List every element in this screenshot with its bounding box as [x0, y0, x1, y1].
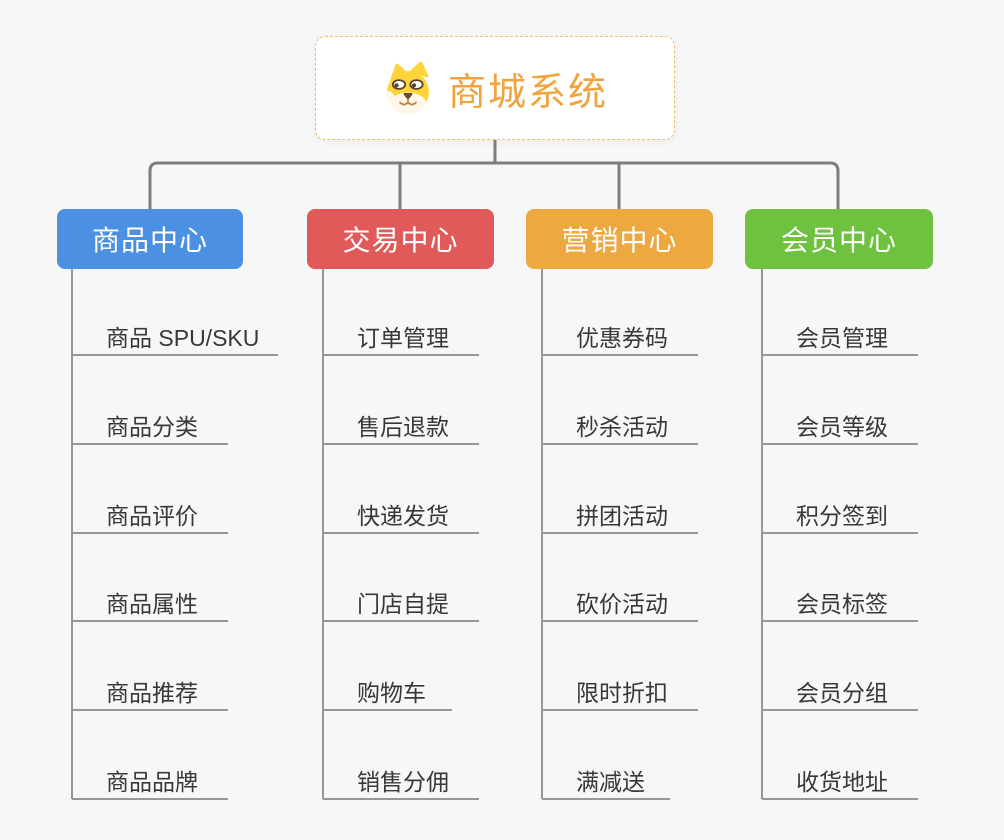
child-topic-bargain-activity[interactable]: 砍价活动 [576, 591, 668, 617]
child-topic-points-checkin[interactable]: 积分签到 [796, 503, 888, 529]
child-topic-group-buy[interactable]: 拼团活动 [576, 503, 668, 529]
child-topic-store-pickup[interactable]: 门店自提 [357, 591, 449, 617]
child-topic-sales-commission[interactable]: 销售分佣 [357, 769, 449, 795]
child-topic-express-delivery[interactable]: 快递发货 [357, 503, 449, 529]
child-topic-aftersale-refund[interactable]: 售后退款 [357, 414, 449, 440]
child-topic-product-review[interactable]: 商品评价 [106, 503, 198, 529]
root-node[interactable]: 商城系统 [315, 36, 675, 140]
shiba-dog-face-icon [386, 62, 429, 113]
child-topic-product-brand[interactable]: 商品品牌 [106, 769, 198, 795]
child-topic-spend-and-save[interactable]: 满减送 [576, 769, 645, 795]
branch-node-marketing-center[interactable]: 营销中心 [526, 209, 713, 269]
child-topic-product-category[interactable]: 商品分类 [106, 414, 198, 440]
child-topic-shipping-address[interactable]: 收货地址 [796, 769, 888, 795]
child-topic-member-group[interactable]: 会员分组 [796, 680, 888, 706]
child-topic-product-attribute[interactable]: 商品属性 [106, 591, 198, 617]
child-topic-flash-sale[interactable]: 秒杀活动 [576, 414, 668, 440]
child-topic-member-management[interactable]: 会员管理 [796, 325, 888, 351]
branch-node-member-center[interactable]: 会员中心 [745, 209, 933, 269]
child-topic-coupon-code[interactable]: 优惠券码 [576, 325, 668, 351]
child-topic-product-spu-sku[interactable]: 商品 SPU/SKU [106, 325, 260, 351]
child-topic-product-recommend[interactable]: 商品推荐 [106, 680, 198, 706]
child-topic-shopping-cart[interactable]: 购物车 [357, 680, 426, 706]
branch-node-product-center[interactable]: 商品中心 [57, 209, 243, 269]
child-topic-order-management[interactable]: 订单管理 [357, 325, 449, 351]
child-topic-limited-time-discount[interactable]: 限时折扣 [576, 680, 668, 706]
child-topic-member-tag[interactable]: 会员标签 [796, 591, 888, 617]
root-title: 商城系统 [447, 71, 608, 114]
child-topic-member-level[interactable]: 会员等级 [796, 414, 888, 440]
branch-node-trade-center[interactable]: 交易中心 [307, 209, 494, 269]
